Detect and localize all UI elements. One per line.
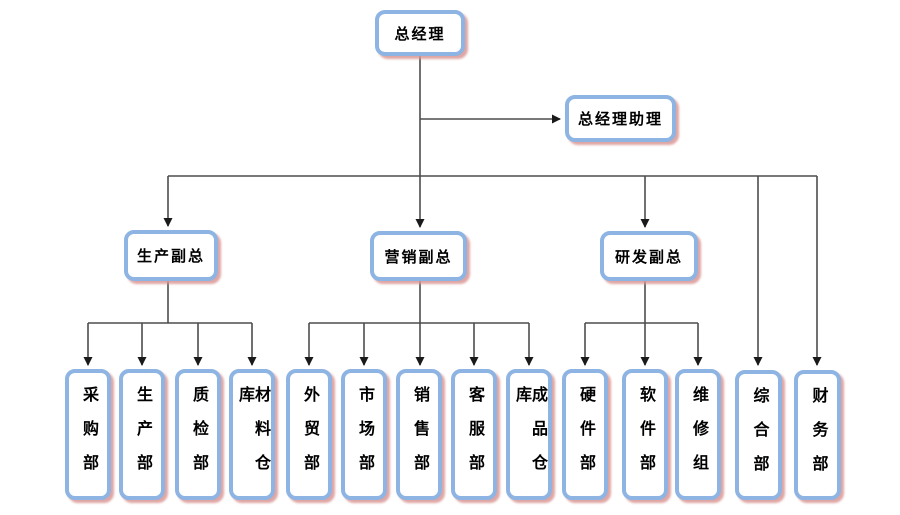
node-dept-finance[interactable]: 财务部 [794, 370, 841, 500]
node-dept-production[interactable]: 生产部 [119, 369, 165, 500]
node-dept-finished-goods-warehouse[interactable]: 成品仓库 [506, 369, 552, 500]
node-general-manager[interactable]: 总经理 [375, 10, 465, 56]
node-label: 生产部 [134, 386, 151, 488]
node-label: 市场部 [356, 386, 373, 488]
node-dept-general-affairs[interactable]: 综合部 [735, 370, 782, 500]
node-label: 综合部 [750, 387, 768, 489]
node-label: 软件部 [637, 386, 654, 488]
node-label: 外贸部 [301, 386, 318, 488]
node-label: 客服部 [466, 386, 483, 488]
node-dept-hardware[interactable]: 硬件部 [562, 369, 608, 500]
node-label: 总经理助理 [577, 111, 663, 128]
node-label: 采购部 [80, 386, 97, 488]
node-dept-purchasing[interactable]: 采购部 [65, 369, 111, 500]
node-vp-rd[interactable]: 研发副总 [600, 231, 698, 281]
node-label: 销售部 [411, 386, 428, 488]
node-label: 总经理 [394, 25, 446, 43]
node-label: 研发副总 [614, 248, 683, 266]
node-label: 营销副总 [384, 248, 453, 266]
node-label: 质检部 [190, 386, 207, 488]
node-vp-marketing[interactable]: 营销副总 [370, 231, 467, 281]
node-label: 硬件部 [577, 386, 594, 488]
node-dept-material-warehouse[interactable]: 材料仓库 [229, 369, 275, 500]
node-label: 成品仓库 [513, 386, 546, 488]
node-dept-software[interactable]: 软件部 [622, 369, 668, 500]
node-gm-assistant[interactable]: 总经理助理 [565, 95, 676, 142]
node-label: 生产副总 [136, 248, 205, 265]
node-label: 维修组 [690, 386, 707, 488]
node-label: 材料仓库 [236, 386, 269, 488]
node-dept-maintenance[interactable]: 维修组 [675, 369, 721, 500]
node-dept-foreign-trade[interactable]: 外贸部 [286, 369, 332, 500]
node-label: 财务部 [809, 387, 827, 489]
node-dept-marketing[interactable]: 市场部 [341, 369, 387, 500]
node-dept-customer-service[interactable]: 客服部 [451, 369, 497, 500]
node-vp-production[interactable]: 生产副总 [124, 230, 218, 281]
node-dept-sales[interactable]: 销售部 [396, 369, 442, 500]
node-dept-qc[interactable]: 质检部 [175, 369, 221, 500]
